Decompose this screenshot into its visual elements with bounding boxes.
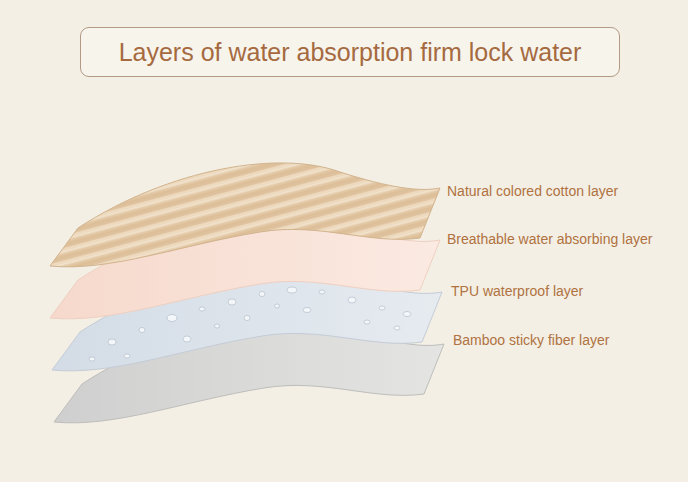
title-box: Layers of water absorption firm lock wat… [80, 27, 620, 77]
layer-label: TPU waterproof layer [451, 282, 583, 300]
layer-label: Breathable water absorbing layer [447, 230, 652, 248]
layer-label: Natural colored cotton layer [447, 182, 618, 200]
layer-label: Bamboo sticky fiber layer [453, 331, 609, 349]
cotton-layer [50, 163, 440, 267]
title-text: Layers of water absorption firm lock wat… [119, 38, 582, 67]
